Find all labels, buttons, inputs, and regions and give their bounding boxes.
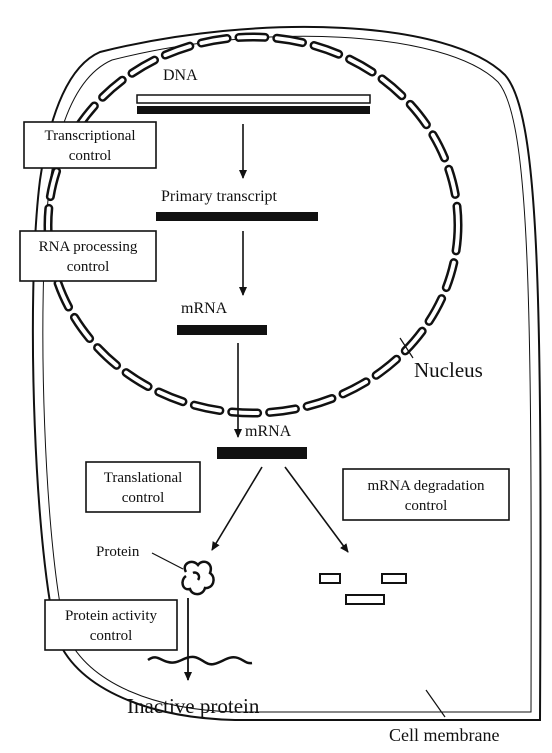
label-cell-membrane: Cell membrane bbox=[389, 725, 499, 745]
nuclear-mrna-bar bbox=[177, 325, 267, 335]
transcriptional-control-line-1: Transcriptional bbox=[44, 128, 135, 144]
arrow-mrna-to-degradation bbox=[285, 467, 348, 552]
rna-processing-control-line-2: control bbox=[67, 259, 110, 275]
mrna-degradation-control-box: mRNA degradation control bbox=[343, 469, 509, 520]
mrna-fragments bbox=[320, 574, 406, 604]
transcriptional-control-line-2: control bbox=[69, 148, 112, 164]
label-mrna-nucleus: mRNA bbox=[181, 300, 228, 317]
label-inactive-protein: Inactive protein bbox=[127, 694, 260, 718]
translational-control-box: Translational control bbox=[86, 462, 200, 512]
dna-strands bbox=[137, 95, 370, 114]
mrna-degradation-control-line-2: control bbox=[405, 498, 448, 514]
label-dna: DNA bbox=[163, 67, 198, 84]
translational-control-line-1: Translational bbox=[104, 470, 183, 486]
label-nucleus: Nucleus bbox=[414, 358, 483, 382]
transcriptional-control-box: Transcriptional control bbox=[24, 122, 156, 168]
mrna-degradation-control-line-1: mRNA degradation bbox=[367, 478, 485, 494]
cytoplasmic-mrna-bar bbox=[217, 447, 307, 459]
primary-transcript-bar bbox=[156, 212, 318, 221]
cell-membrane-pointer bbox=[426, 690, 445, 717]
rna-processing-control-box: RNA processing control bbox=[20, 231, 156, 281]
protein-shape bbox=[183, 562, 214, 594]
protein-activity-control-box: Protein activity control bbox=[45, 600, 177, 650]
protein-pointer bbox=[152, 553, 183, 569]
inactive-protein-shape bbox=[148, 657, 252, 664]
label-mrna-cytoplasm: mRNA bbox=[245, 423, 292, 440]
protein-activity-control-line-2: control bbox=[90, 628, 133, 644]
protein-activity-control-line-1: Protein activity bbox=[65, 608, 158, 624]
label-primary-transcript: Primary transcript bbox=[161, 188, 278, 205]
arrow-mrna-to-protein bbox=[212, 467, 262, 550]
rna-processing-control-line-1: RNA processing bbox=[39, 239, 138, 255]
nuclear-envelope bbox=[48, 37, 458, 413]
translational-control-line-2: control bbox=[122, 490, 165, 506]
label-protein: Protein bbox=[96, 544, 140, 560]
